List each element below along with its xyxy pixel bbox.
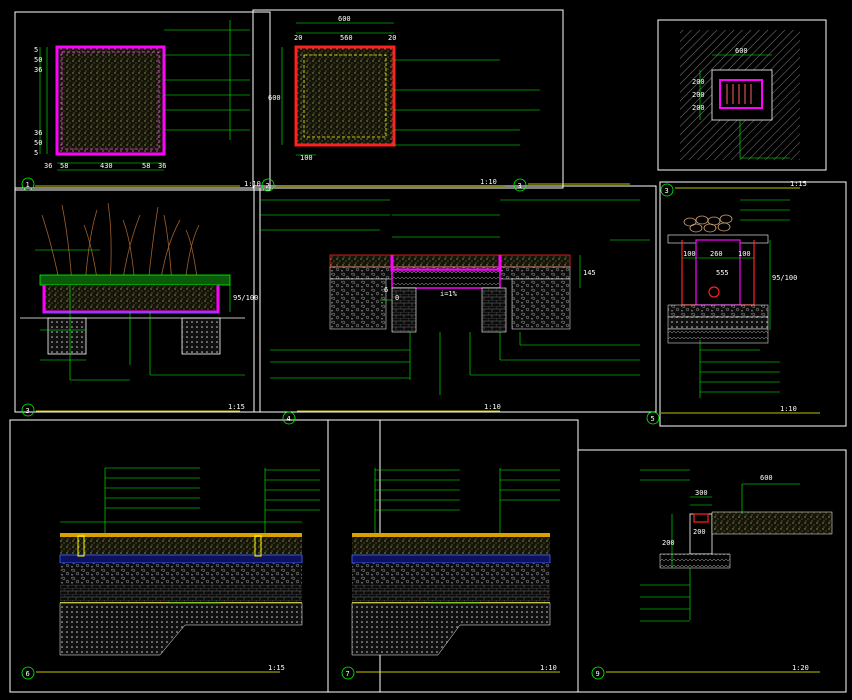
dim-d2-top-2: 20 [388, 34, 396, 42]
dim-d1-row-1: 58 [60, 162, 68, 170]
drawing-4-number: 3 [26, 407, 30, 415]
dim-d1-bottom-2: 5 [34, 149, 38, 157]
dim-d3-left-1: 200 [692, 91, 705, 99]
drawing-2-number: 2 [266, 182, 270, 190]
drawing-8-roof-section: 7 1:10 [341, 468, 560, 680]
drawing-4-planter-section: 95/100 3 1:15 [20, 202, 258, 417]
dim-d6-top-1: 260 [710, 250, 723, 258]
dim-d6-top-2: 100 [738, 250, 751, 258]
drawing-7-roof-section: 6 1:15 [21, 467, 320, 680]
drawing-3b-number: 3 [665, 187, 669, 195]
dim-d6-mid: 555 [716, 269, 729, 277]
drawing-5-cover-section: 6 0 145 i=1% 4 1:10 [260, 199, 650, 425]
dim-d1-row-2: 430 [100, 162, 113, 170]
dim-d5-left-1: 0 [395, 294, 399, 302]
drawing-8-scale: 1:10 [540, 664, 557, 672]
dim-d1-top-1: 50 [34, 56, 42, 64]
dim-d1-top-2: 36 [34, 66, 42, 74]
dim-d2-total: 600 [338, 15, 351, 23]
drawing-9-number: 9 [596, 670, 600, 678]
drawing-1-number: 1 [26, 181, 30, 189]
drawing-3b-scale: 1:15 [790, 180, 807, 188]
dim-d5-left-0: 6 [384, 286, 388, 294]
dim-d5-note: i=1% [440, 290, 458, 298]
drawing-9-scale: 1:20 [792, 664, 809, 672]
dim-d1-bottom-1: 50 [34, 139, 42, 147]
drawing-6-number: 5 [651, 415, 655, 423]
dim-d9-right: 600 [760, 474, 773, 482]
dim-d4-right: 95/100 [233, 294, 258, 302]
drawing-2-cover-plan: 600 20 560 20 600 100 2 1:10 [261, 15, 540, 192]
drawing-3-inlet-plan: 600 200 200 200 3 [513, 30, 800, 192]
dim-d5-right: 145 [583, 269, 596, 277]
drawing-7-scale: 1:15 [268, 664, 285, 672]
drawing-3-number: 3 [518, 182, 522, 190]
dim-d2-left: 600 [268, 94, 281, 102]
drawing-2-scale: 1:10 [480, 178, 497, 186]
drawing-5-scale: 1:10 [484, 403, 501, 411]
dim-d2-top-1: 560 [340, 34, 353, 42]
dim-d9-top: 300 [695, 489, 708, 497]
dim-d2-bottom: 100 [300, 154, 313, 162]
drawing-1-scale: 1:10 [244, 180, 261, 188]
dim-d1-row-0: 36 [44, 162, 52, 170]
dim-d9-mid: 200 [693, 528, 706, 536]
drawing-1-planter-plan: 5 50 36 36 50 5 36 58 430 58 36 1 1:10 [21, 20, 261, 191]
drawing-6-scale: 1:10 [780, 405, 797, 413]
dim-d1-row-4: 36 [158, 162, 166, 170]
dim-d6-top-0: 100 [683, 250, 696, 258]
drawing-1-badge [21, 177, 35, 191]
drawing-6-drain-section: 100 260 100 555 95/100 3 1:15 5 1:10 [646, 180, 820, 425]
dim-d1-row-3: 58 [142, 162, 150, 170]
dim-d1-top-0: 5 [34, 46, 38, 54]
drawing-7-number: 6 [26, 670, 30, 678]
dim-d3-top: 600 [735, 47, 748, 55]
drawing-8-number: 7 [346, 670, 350, 678]
drawing-5-number: 4 [287, 415, 291, 423]
dim-d3-left-0: 200 [692, 78, 705, 86]
dim-d2-top-0: 20 [294, 34, 302, 42]
dim-d6-right: 95/100 [772, 274, 797, 282]
drawing-4-scale: 1:15 [228, 403, 245, 411]
dim-d3-left-2: 200 [692, 104, 705, 112]
drawing-9-drain-detail: 300 200 200 600 9 1:20 [591, 469, 833, 680]
dim-d1-bottom-0: 36 [34, 129, 42, 137]
dim-d9-left: 200 [662, 539, 675, 547]
